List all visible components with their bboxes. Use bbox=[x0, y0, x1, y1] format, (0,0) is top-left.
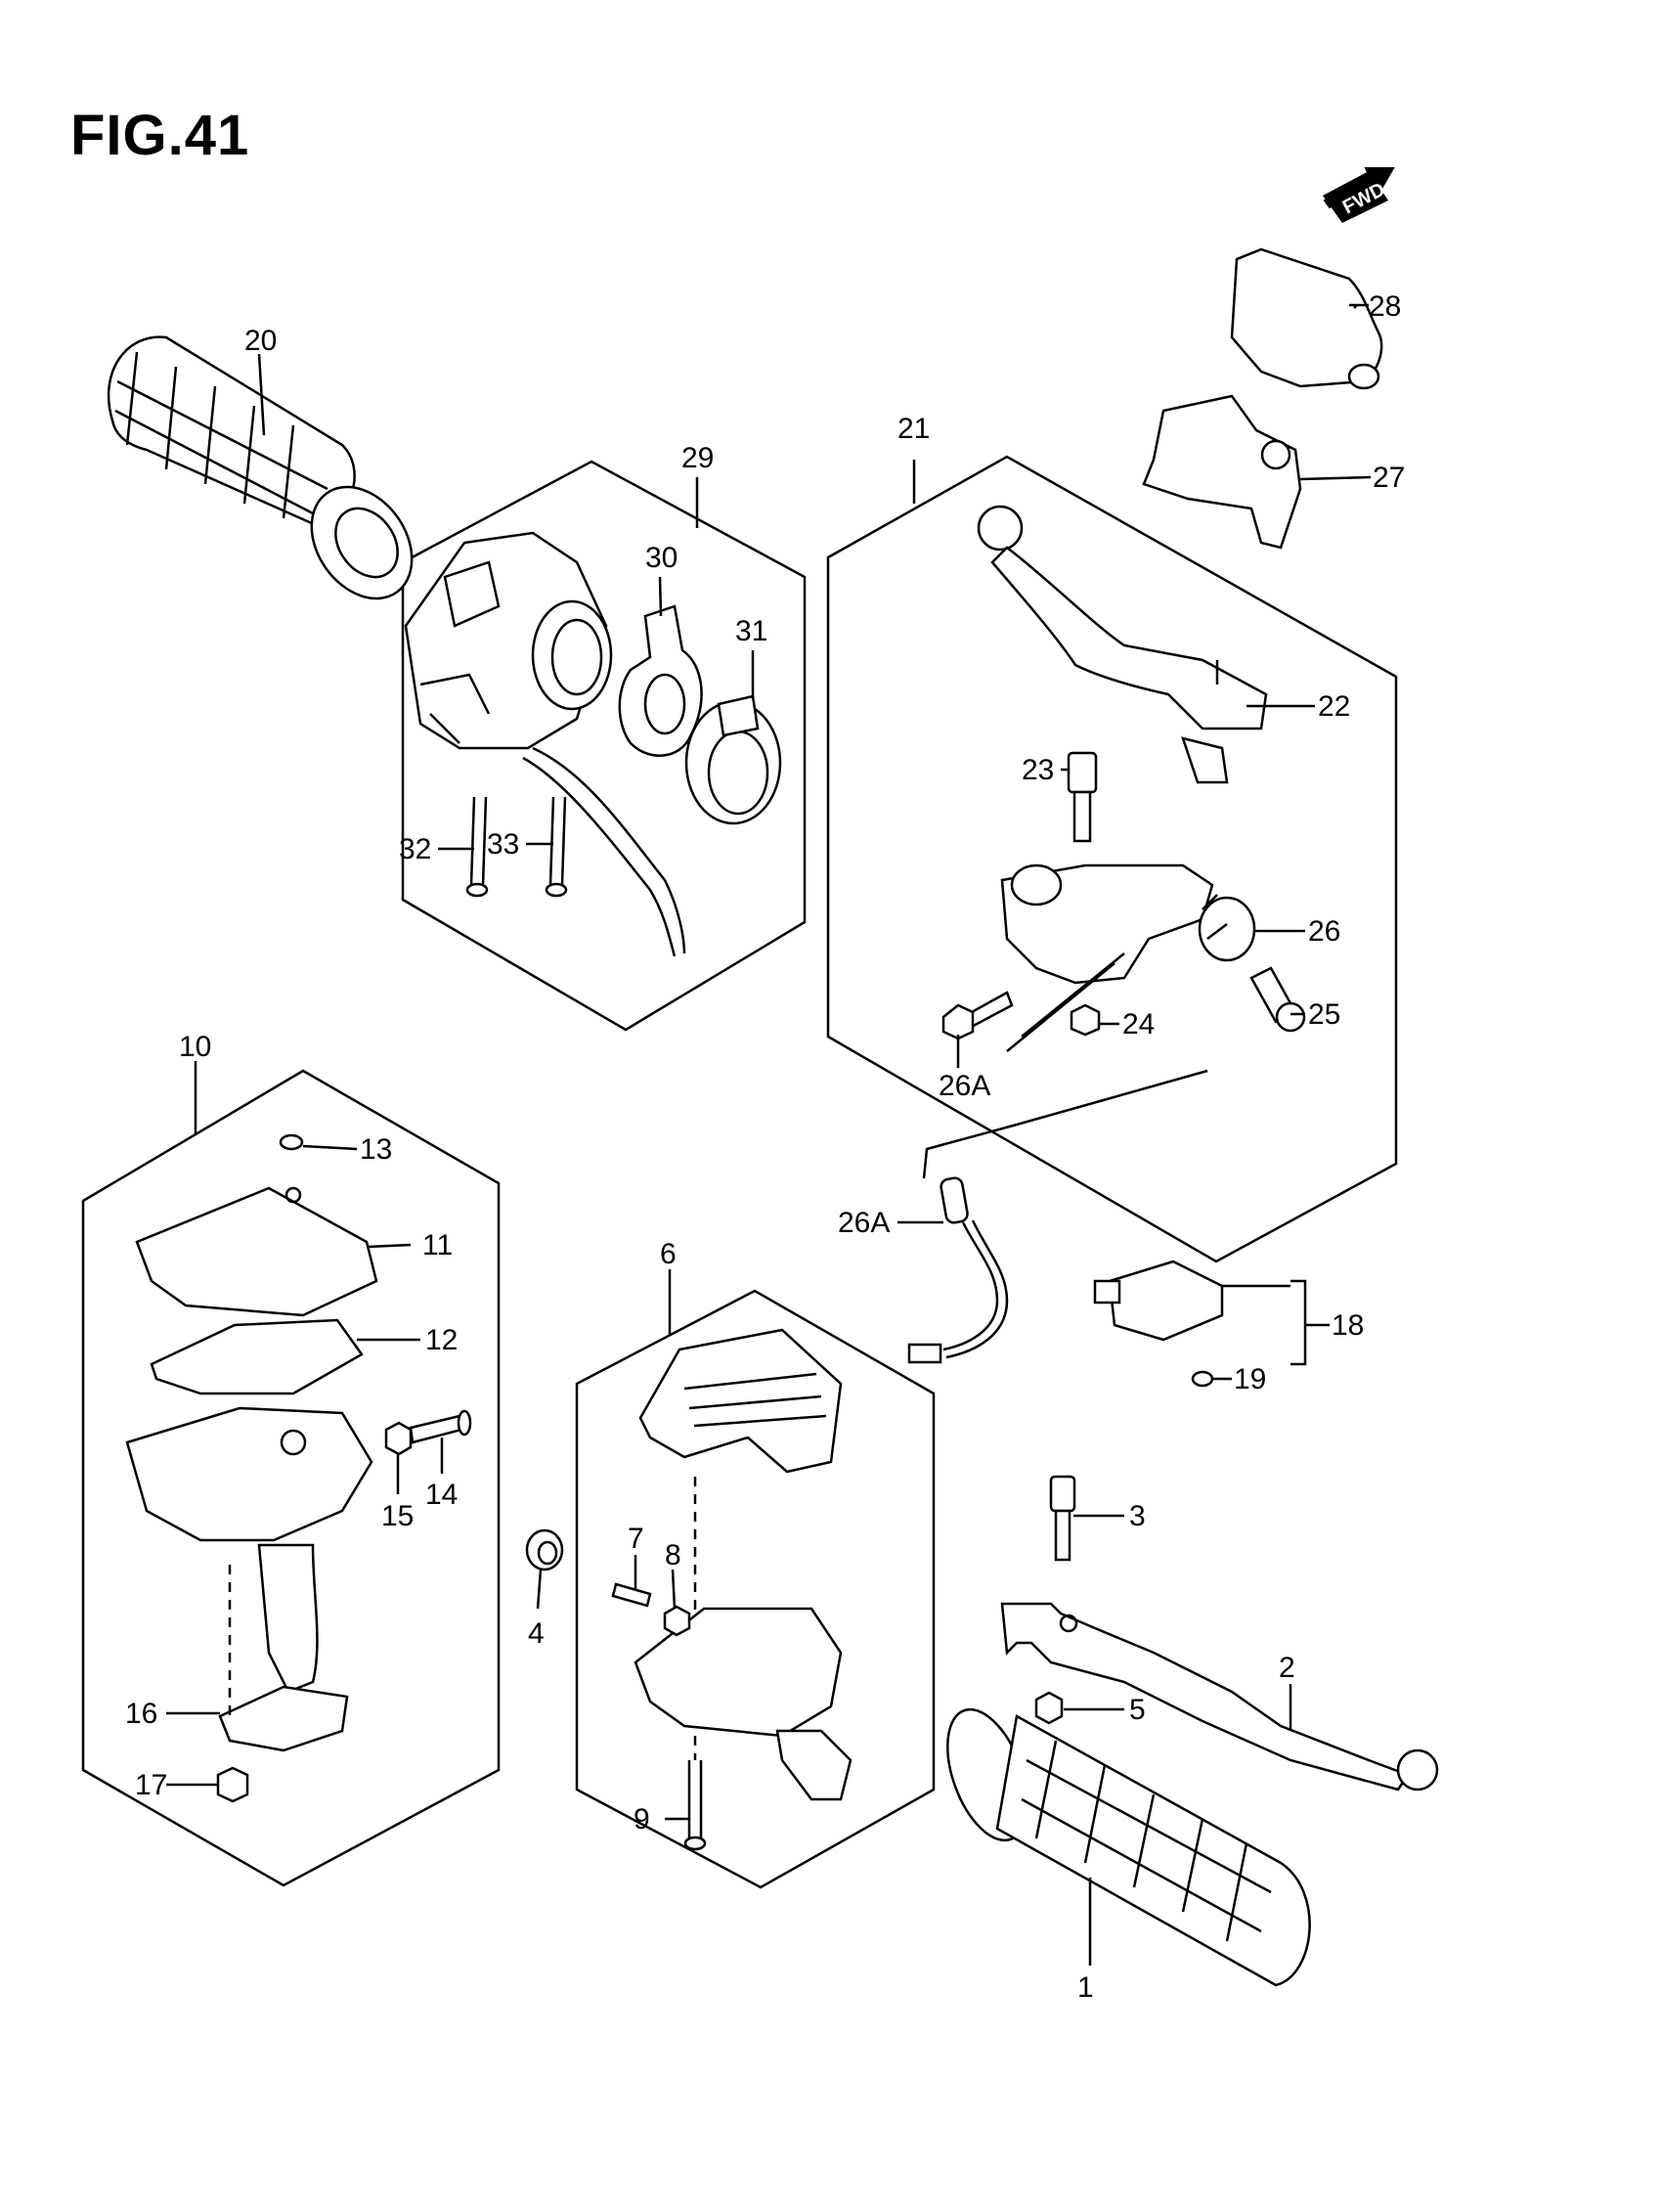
leader-lines bbox=[166, 303, 1372, 1966]
nut-5 bbox=[1034, 1691, 1064, 1725]
adjuster-26 bbox=[1198, 894, 1256, 962]
screw-13 bbox=[279, 1133, 304, 1151]
lever-cover-29 bbox=[1230, 247, 1383, 390]
callout-27: 26A bbox=[939, 1070, 990, 1102]
screw-25 bbox=[1249, 966, 1306, 1033]
figure-title: FIG.41 bbox=[70, 104, 250, 167]
left-handlebar-grip bbox=[107, 335, 414, 600]
callout-13: 13 bbox=[360, 1133, 392, 1166]
callout-2: 2 bbox=[1279, 1652, 1295, 1684]
nut-15 bbox=[384, 1421, 413, 1456]
switch-collar-32 bbox=[684, 694, 782, 825]
callout-16: 16 bbox=[125, 1698, 157, 1730]
callout-14: 14 bbox=[425, 1479, 458, 1511]
callout-6: 6 bbox=[660, 1238, 677, 1270]
screw-19 bbox=[1191, 1370, 1214, 1388]
housing-upper-6 bbox=[638, 1328, 843, 1474]
master-cylinder-body bbox=[1000, 863, 1214, 1052]
callout-labels: 20 29 30 31 32 33 21 28 27 22 23 26 25 2… bbox=[125, 290, 1405, 2004]
switch-body-10 bbox=[125, 1406, 373, 1694]
bolt-27 bbox=[941, 991, 1014, 1040]
pin-23 bbox=[1067, 751, 1098, 843]
assembly-group-10-outline bbox=[81, 1069, 501, 1887]
assembly-group-6-outline bbox=[575, 1289, 936, 1889]
callout-31: 30 bbox=[645, 542, 678, 574]
callout-4: 4 bbox=[528, 1617, 545, 1650]
nut-17 bbox=[216, 1766, 249, 1803]
screw-34 bbox=[545, 796, 568, 898]
callout-20: 20 bbox=[244, 325, 277, 357]
callout-3: 3 bbox=[1129, 1500, 1146, 1532]
nut-8 bbox=[663, 1605, 691, 1637]
callout-23: 23 bbox=[1022, 754, 1054, 786]
screw-33 bbox=[465, 796, 489, 898]
callout-19: 19 bbox=[1234, 1363, 1266, 1395]
callout-12: 12 bbox=[425, 1324, 458, 1356]
assembly-group-30-outline bbox=[401, 460, 807, 1032]
callout-32: 31 bbox=[735, 615, 767, 647]
gasket-12 bbox=[150, 1318, 364, 1395]
nut-24 bbox=[1070, 1003, 1101, 1037]
callout-7: 7 bbox=[628, 1523, 644, 1555]
callout-30: 29 bbox=[681, 442, 714, 474]
pin-3 bbox=[1049, 1475, 1076, 1562]
ring-4 bbox=[525, 1528, 564, 1571]
callout-25: 25 bbox=[1308, 998, 1340, 1031]
screw-9 bbox=[683, 1760, 707, 1851]
housing-lower-6 bbox=[634, 1607, 853, 1801]
switch-18 bbox=[1093, 1260, 1224, 1342]
brake-switch-26A bbox=[907, 1176, 1009, 1364]
switch-part-31 bbox=[618, 604, 703, 757]
clutch-lever-2 bbox=[1000, 1602, 1439, 1792]
cover-11 bbox=[135, 1186, 378, 1317]
callout-22: 22 bbox=[1318, 690, 1350, 723]
callout-33: 32 bbox=[399, 833, 431, 865]
brake-lever-22 bbox=[977, 505, 1268, 784]
bolt-14 bbox=[409, 1409, 472, 1444]
handlebar-switch-assembly bbox=[404, 531, 686, 957]
assembly-group-21-outline bbox=[826, 455, 1398, 1263]
callout-17: 17 bbox=[135, 1769, 167, 1801]
forward-direction-arrow-icon: FWD bbox=[1323, 167, 1395, 223]
bolt-7 bbox=[611, 1582, 652, 1608]
callout-15: 15 bbox=[381, 1500, 414, 1532]
plate-16 bbox=[218, 1685, 349, 1752]
callout-9: 9 bbox=[634, 1803, 650, 1836]
callout-26: 26 bbox=[1308, 915, 1340, 948]
callout-18: 18 bbox=[1332, 1309, 1364, 1342]
callout-26A: 26A bbox=[838, 1207, 890, 1239]
right-handlebar-grip-1 bbox=[946, 1707, 1311, 1987]
callout-5: 5 bbox=[1129, 1694, 1146, 1726]
bracket-28 bbox=[1142, 394, 1302, 550]
callout-11: 11 bbox=[422, 1229, 453, 1261]
callout-24: 24 bbox=[1122, 1008, 1155, 1040]
callout-34: 33 bbox=[487, 828, 519, 861]
callout-1: 1 bbox=[1077, 1971, 1094, 2004]
callout-28: 27 bbox=[1373, 462, 1405, 494]
callout-21: 21 bbox=[897, 413, 930, 445]
callout-10: 10 bbox=[179, 1031, 211, 1063]
callout-8: 8 bbox=[665, 1539, 681, 1571]
switch-wire-leader bbox=[922, 1069, 1208, 1179]
callout-29: 28 bbox=[1369, 290, 1401, 323]
